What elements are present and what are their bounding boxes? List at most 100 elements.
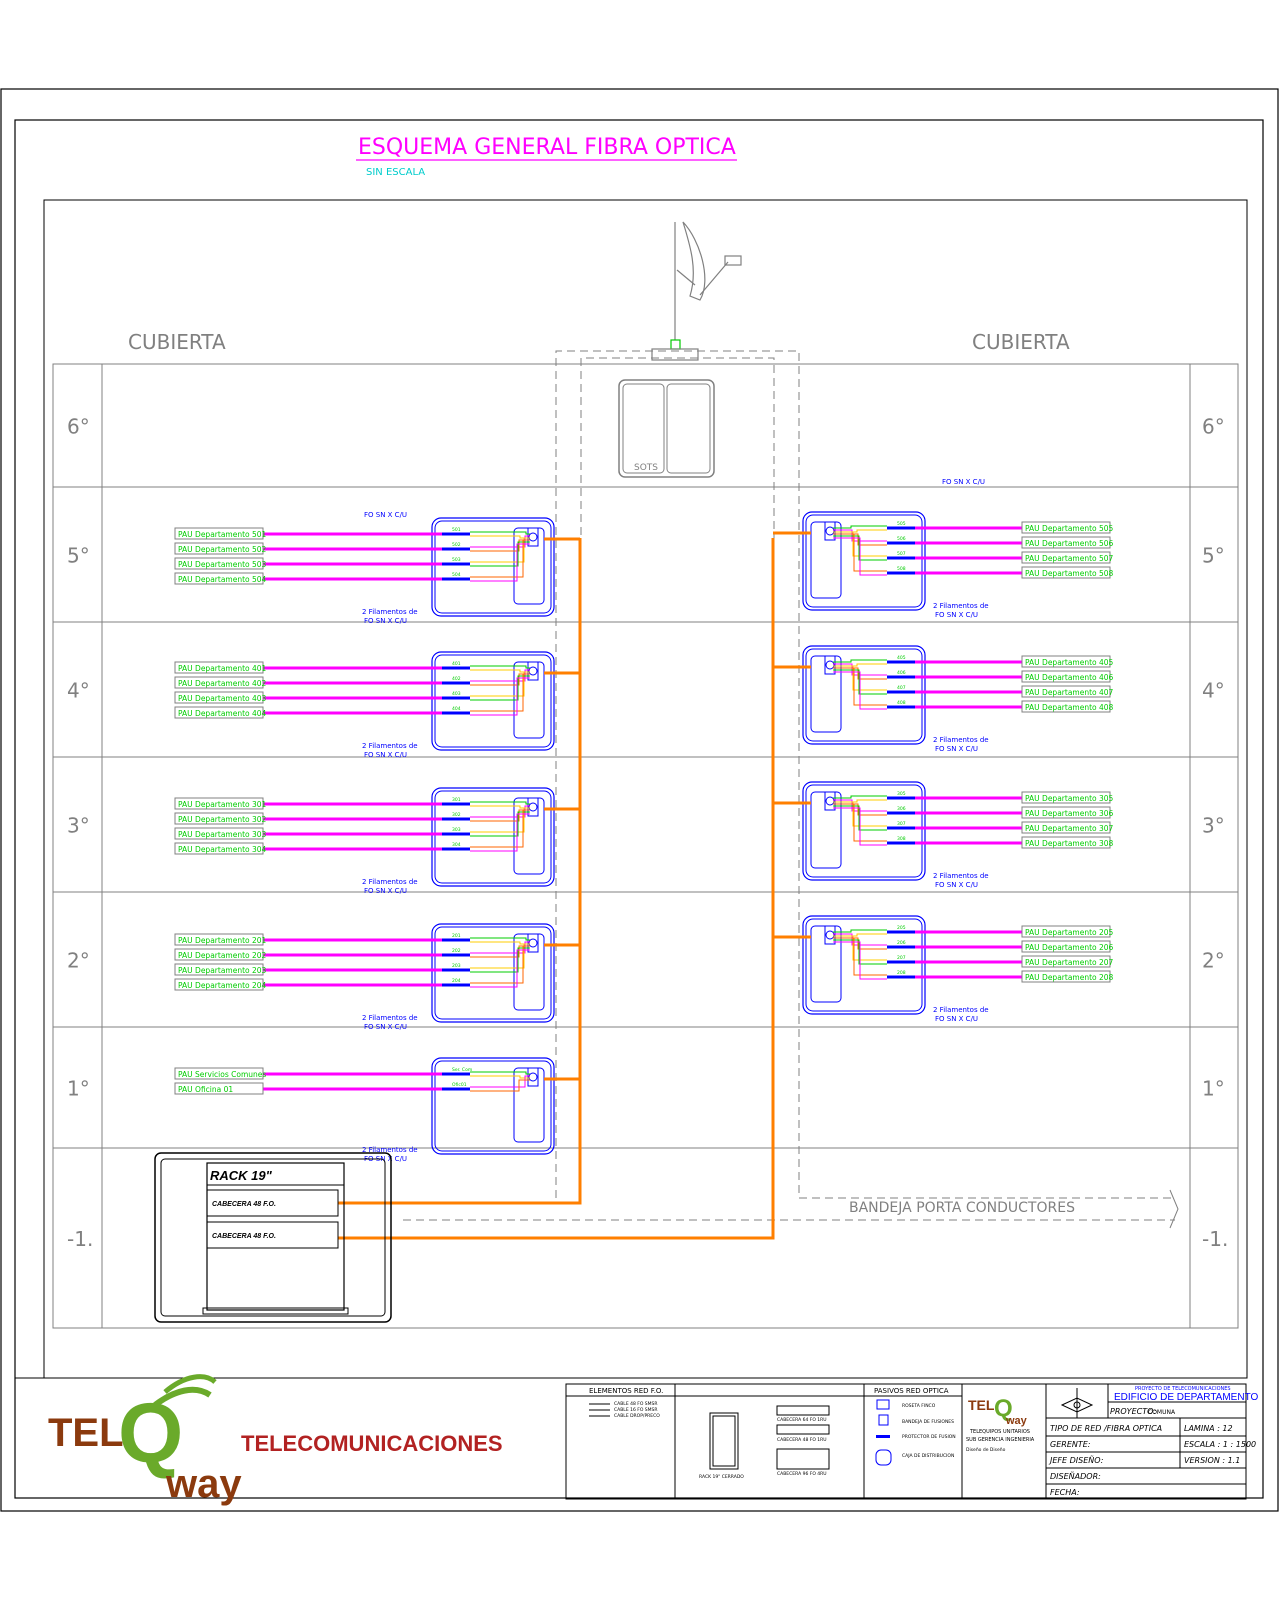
port-connector	[442, 1072, 470, 1076]
filament-label: 2 Filamentos de	[362, 608, 418, 616]
fiber-pigtail	[470, 809, 530, 848]
port-connector	[442, 938, 470, 942]
distribution-box-outer	[802, 915, 926, 1015]
floor-label-left: -1.	[67, 1227, 93, 1251]
pau-label: PAU Departamento 204	[178, 981, 267, 990]
fiber-pigtail	[833, 803, 887, 842]
port-connector	[887, 660, 915, 664]
pau-label: PAU Servicios Comunes	[178, 1070, 266, 1079]
filament-label: 2 Filamentos de	[362, 878, 418, 886]
legend-passive-4: CAJA DE DISTRIBUCION	[902, 1453, 954, 1459]
pau-box	[1021, 836, 1111, 849]
fiber-pigtail	[470, 537, 530, 563]
port-connector	[442, 817, 470, 821]
pau-box	[1021, 700, 1111, 713]
port-label: 304	[452, 842, 461, 848]
gerente: GERENTE:	[1050, 1440, 1091, 1449]
pau-label: PAU Departamento 305	[1025, 794, 1114, 803]
pau-label: PAU Departamento 502	[178, 545, 267, 554]
filament-label: FO SN X C/U	[935, 1015, 978, 1023]
fiber-pigtail	[470, 671, 530, 697]
floor-label-left: 5°	[67, 544, 90, 568]
small-logo-line3: Diseño de Diseño	[966, 1447, 1006, 1453]
filament-label: 2 Filamentos de	[933, 872, 989, 880]
pau-box	[174, 978, 264, 991]
splitter-icon	[824, 791, 836, 811]
filament-label: 2 Filamentos de	[933, 1006, 989, 1014]
port-label: 402	[452, 676, 461, 682]
pau-box	[174, 933, 264, 946]
project-small: PROYECTO DE TELECOMUNICACIONES	[1135, 1386, 1231, 1392]
port-connector	[887, 826, 915, 830]
distribution-box-inner	[434, 1060, 552, 1152]
port-label: 501	[452, 527, 461, 533]
fusion-protector-icon	[876, 1435, 890, 1438]
fiber-pigtail	[470, 677, 530, 716]
cable-label-right: FO SN X C/U	[942, 478, 985, 486]
pau-box	[174, 661, 264, 674]
port-label: 204	[452, 978, 461, 984]
rack-title: RACK 19"	[210, 1168, 273, 1183]
port-label: 205	[897, 925, 906, 931]
port-label: 503	[452, 557, 461, 563]
version: VERSION : 1.1	[1184, 1456, 1240, 1465]
floor-label-right: 2°	[1202, 949, 1225, 973]
splitter-port-icon	[528, 666, 538, 676]
pau-label: PAU Departamento 504	[178, 575, 267, 584]
distribution-box-inner	[434, 520, 552, 614]
port-label: 308	[897, 836, 906, 842]
diagram-frame	[43, 199, 1248, 1379]
pau-box	[1021, 655, 1111, 668]
port-label: 303	[452, 827, 461, 833]
drawing-frame	[14, 119, 1264, 1499]
pau-box	[174, 572, 264, 585]
port-connector	[442, 1087, 470, 1091]
fiber-pigtail	[833, 669, 887, 695]
fiber-pigtail	[833, 939, 887, 965]
legend-passive-1: ROSETA FINCO	[902, 1403, 936, 1409]
distribution-box-outer	[431, 517, 555, 617]
pau-box	[174, 842, 264, 855]
title-block	[1046, 1384, 1246, 1485]
legend-rack-icon	[709, 1412, 739, 1470]
filament-label: 2 Filamentos de	[362, 1146, 418, 1154]
pau-label: PAU Departamento 404	[178, 709, 267, 718]
port-label: 506	[897, 536, 906, 542]
fiber-pigtail	[470, 673, 530, 712]
pau-box	[174, 948, 264, 961]
fiber-pigtail	[470, 943, 530, 969]
logo-tel: TEL	[48, 1411, 124, 1455]
port-label: 407	[897, 685, 906, 691]
port-connector	[442, 532, 470, 536]
tray-arrow-icon	[1169, 1189, 1179, 1229]
rack-headend-2: CABECERA 48 F.O.	[212, 1233, 276, 1240]
legend-element-3: CABLE DROP/PRECO	[614, 1413, 660, 1419]
lamina: LAMINA : 12	[1184, 1424, 1233, 1433]
pau-box	[174, 706, 264, 719]
proyecto-label: PROYECTO:	[1110, 1407, 1157, 1416]
port-connector	[442, 696, 470, 700]
pau-box	[1021, 670, 1111, 683]
rack-headend-1: CABECERA 48 F.O.	[212, 1201, 276, 1208]
legend-elements-header: ELEMENTOS RED F.O.	[589, 1387, 663, 1395]
port-connector	[887, 975, 915, 979]
pau-label: PAU Departamento 501	[178, 530, 267, 539]
port-label: 307	[897, 821, 906, 827]
floor-label-right: -1.	[1202, 1227, 1228, 1251]
port-connector	[887, 811, 915, 815]
splitter-icon	[824, 521, 836, 541]
filament-label: FO SN X C/U	[364, 617, 407, 625]
splitter-port-icon	[825, 660, 835, 670]
pau-label: PAU Departamento 505	[1025, 524, 1114, 533]
port-label: 507	[897, 551, 906, 557]
port-connector	[442, 953, 470, 957]
pau-label: PAU Departamento 403	[178, 694, 267, 703]
roof-label-left: CUBIERTA	[128, 330, 226, 354]
distribution-box-outer	[431, 787, 555, 887]
distribution-box-outer	[802, 781, 926, 881]
proyecto-value: COMUNA	[1148, 1409, 1176, 1416]
